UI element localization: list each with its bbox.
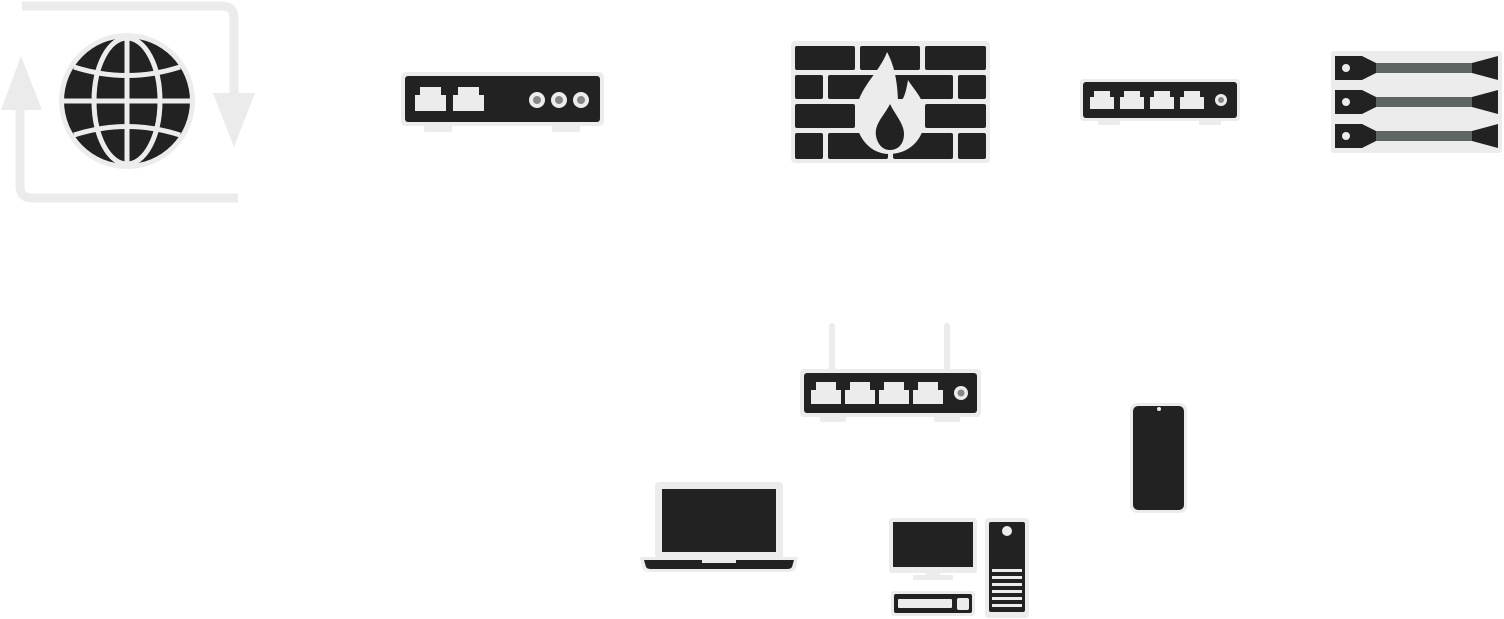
network-switch-icon	[1080, 79, 1240, 125]
server-unit	[1335, 124, 1498, 148]
laptop-icon	[640, 482, 798, 572]
coax-connector	[529, 92, 589, 108]
refresh-arrows-icon	[15, 1, 239, 203]
arrow-head-down-icon	[213, 93, 255, 147]
wireless-router-icon	[800, 323, 981, 422]
arrow-head-up-icon	[1, 56, 42, 110]
globe-icon	[59, 33, 195, 169]
server-unit	[1335, 90, 1498, 114]
computer-tower-icon	[985, 518, 1029, 618]
smartphone-icon	[1130, 403, 1187, 513]
flame-icon	[855, 52, 926, 154]
keyboard-icon	[891, 591, 975, 616]
modem-icon	[401, 72, 604, 132]
monitor-icon	[889, 518, 977, 580]
ethernet-port	[415, 87, 484, 111]
server-rack-icon	[1331, 51, 1502, 153]
internet-node	[1, 1, 255, 203]
desktop-computer-icon	[889, 518, 1029, 618]
server-unit	[1335, 56, 1498, 80]
firewall-icon	[791, 41, 990, 163]
